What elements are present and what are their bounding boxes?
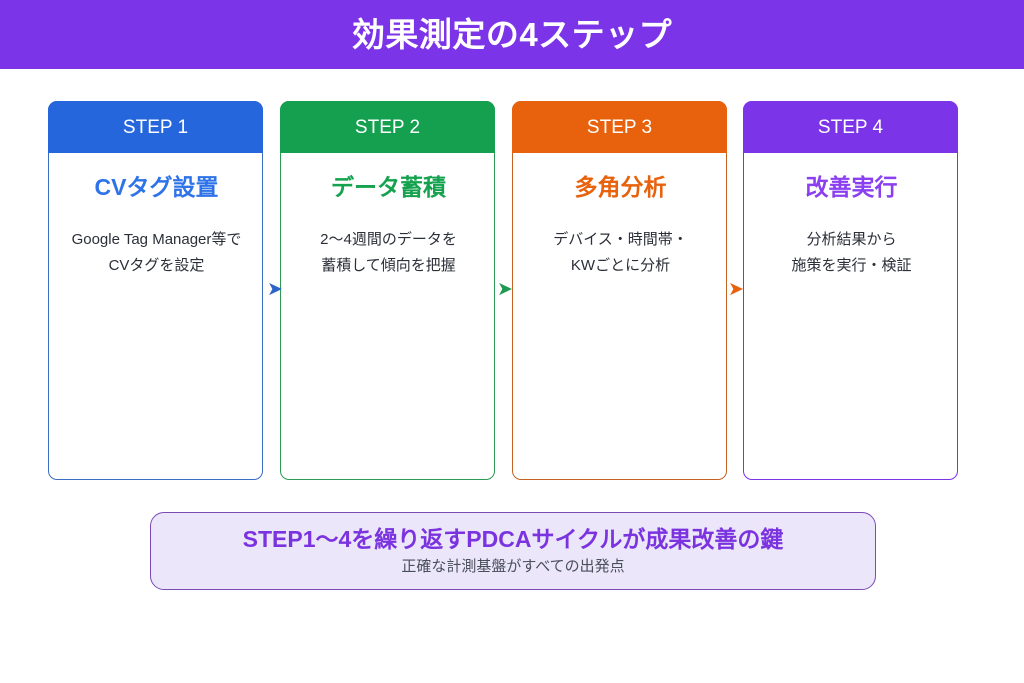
arrow-right-icon-2: ➤ <box>497 279 513 300</box>
step-badge-label: STEP 4 <box>817 116 884 138</box>
step-badge-label: STEP 1 <box>122 116 189 138</box>
step-title-3: 多角分析 <box>574 174 667 200</box>
summary-main-text: STEP1〜4を繰り返すPDCAサイクルが成果改善の鍵 <box>242 526 784 553</box>
step-description-3: デバイス・時間帯・ KWごとに分析 <box>553 231 688 275</box>
summary-sub-text: 正確な計測基盤がすべての出発点 <box>401 557 625 575</box>
step-badge-2: STEP 2 <box>280 101 495 153</box>
steps-row: STEP 1 CVタグ設置 Google Tag Manager等で CVタグを… <box>48 101 959 480</box>
header-banner: 効果測定の4ステップ <box>0 0 1024 69</box>
step-title-2: データ蓄積 <box>331 174 446 200</box>
step-card-4[interactable]: STEP 4 改善実行 分析結果から 施策を実行・検証 <box>743 101 958 480</box>
step-description-1: Google Tag Manager等で CVタグを設定 <box>71 231 242 275</box>
step-description-4: 分析結果から 施策を実行・検証 <box>791 231 912 275</box>
step-card-1[interactable]: STEP 1 CVタグ設置 Google Tag Manager等で CVタグを… <box>48 101 263 480</box>
step-title-4: 改善実行 <box>805 174 898 200</box>
step-title-1: CVタグ設置 <box>94 174 219 200</box>
step-badge-1: STEP 1 <box>48 101 263 153</box>
step-badge-4: STEP 4 <box>743 101 958 153</box>
arrow-right-icon-3: ➤ <box>728 279 744 300</box>
step-card-3[interactable]: STEP 3 多角分析 デバイス・時間帯・ KWごとに分析 <box>512 101 727 480</box>
arrow-right-icon-1: ➤ <box>267 279 283 300</box>
step-badge-label: STEP 2 <box>354 116 421 138</box>
step-card-2[interactable]: STEP 2 データ蓄積 2〜4週間のデータを 蓄積して傾向を把握 <box>280 101 495 480</box>
step-description-2: 2〜4週間のデータを 蓄積して傾向を把握 <box>320 231 457 275</box>
page-title: 効果測定の4ステップ <box>351 16 673 53</box>
step-badge-3: STEP 3 <box>512 101 727 153</box>
step-badge-label: STEP 3 <box>586 116 653 138</box>
summary-box: STEP1〜4を繰り返すPDCAサイクルが成果改善の鍵 正確な計測基盤がすべての… <box>150 512 876 590</box>
